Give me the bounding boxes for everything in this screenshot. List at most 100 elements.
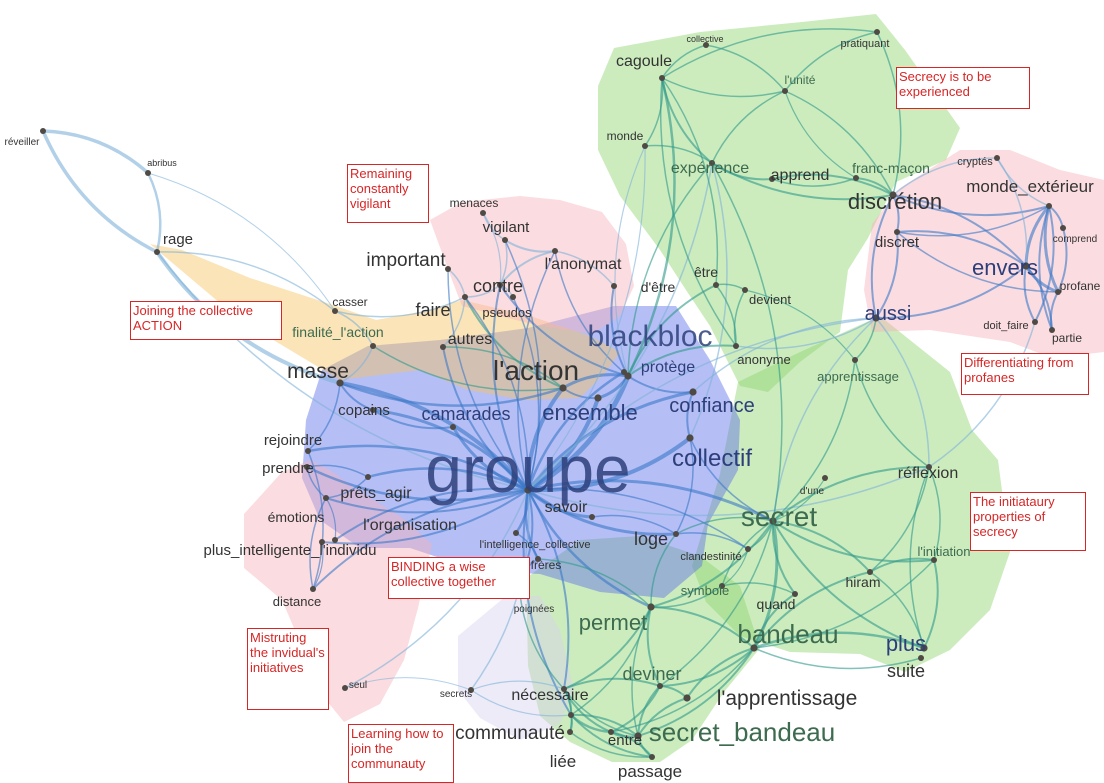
node-liee[interactable] xyxy=(567,729,573,735)
word-label-deviner: deviner xyxy=(622,664,681,684)
node-loge[interactable] xyxy=(673,531,679,537)
node-organisation[interactable] xyxy=(332,537,338,543)
edge-reflexion-doitfaire xyxy=(928,321,1036,468)
edge-profane-partie xyxy=(1049,291,1059,331)
edge-etre-anonyme xyxy=(715,284,737,347)
node-apprentissage[interactable] xyxy=(852,357,858,363)
node-aussi[interactable] xyxy=(872,314,880,322)
word-label-casser: casser xyxy=(332,295,367,309)
edge-collectif-groupe xyxy=(526,436,692,493)
node-entre[interactable] xyxy=(608,729,614,735)
node-experience[interactable] xyxy=(709,160,715,166)
node-distance[interactable] xyxy=(310,586,316,592)
node-groupe[interactable] xyxy=(524,486,532,494)
node-camarades[interactable] xyxy=(450,424,456,430)
edge-abribus-casser xyxy=(147,172,336,312)
node-emotions[interactable] xyxy=(323,495,329,501)
node-faire[interactable] xyxy=(462,294,468,300)
node-symbole[interactable] xyxy=(719,583,725,589)
node-discretion[interactable] xyxy=(889,191,897,199)
node-pratiquant[interactable] xyxy=(874,29,880,35)
node-action[interactable] xyxy=(559,384,567,392)
node-reveiller[interactable] xyxy=(40,128,46,134)
node-anonymat[interactable] xyxy=(552,248,558,254)
edge-communaute-groupe xyxy=(522,489,572,716)
edge-unite-discretion xyxy=(784,90,894,196)
node-copains[interactable] xyxy=(370,407,376,413)
node-ensemble[interactable] xyxy=(594,394,602,402)
node-seul[interactable] xyxy=(342,685,348,691)
word-label-francmacon: franc-maçon xyxy=(852,160,930,176)
node-comprend[interactable] xyxy=(1060,225,1066,231)
edge-emotions-groupe xyxy=(325,489,529,514)
node-vigilantw[interactable] xyxy=(502,237,508,243)
node-secrets[interactable] xyxy=(468,687,474,693)
node-secretbandeau[interactable] xyxy=(634,732,642,740)
node-discret[interactable] xyxy=(894,229,900,235)
edge-symbole-quand xyxy=(721,582,796,595)
node-secret[interactable] xyxy=(769,517,777,525)
node-suite[interactable] xyxy=(918,655,924,661)
node-protege[interactable] xyxy=(621,369,627,375)
node-passage[interactable] xyxy=(649,754,655,760)
node-profane[interactable] xyxy=(1055,289,1061,295)
node-hiram[interactable] xyxy=(867,569,873,575)
node-communaute[interactable] xyxy=(568,712,574,718)
node-mondeext[interactable] xyxy=(1046,203,1052,209)
node-partie[interactable] xyxy=(1049,327,1055,333)
node-finalite[interactable] xyxy=(370,343,376,349)
edge-casser-finalite xyxy=(334,310,374,347)
node-plus[interactable] xyxy=(920,644,928,652)
node-intelcoll[interactable] xyxy=(513,530,519,536)
node-collectif[interactable] xyxy=(686,434,694,442)
node-prendre[interactable] xyxy=(304,464,310,470)
node-bandeau[interactable] xyxy=(750,644,758,652)
node-autres[interactable] xyxy=(440,344,446,350)
node-contre[interactable] xyxy=(497,282,503,288)
word-label-secret: secret xyxy=(741,501,817,532)
node-rejoindre[interactable] xyxy=(305,448,311,454)
node-cryptes[interactable] xyxy=(994,155,1000,161)
node-casser[interactable] xyxy=(332,308,338,314)
node-anonyme[interactable] xyxy=(733,343,739,349)
node-prets[interactable] xyxy=(365,474,371,480)
node-rage[interactable] xyxy=(154,249,160,255)
edge-cagoule-experience xyxy=(661,77,713,164)
node-unite[interactable] xyxy=(782,88,788,94)
node-francmacon[interactable] xyxy=(853,175,859,181)
edge-permet-secretbandeau xyxy=(631,606,652,737)
edge-apprentissage-reflexion xyxy=(854,359,930,468)
node-monde[interactable] xyxy=(642,143,648,149)
node-freres[interactable] xyxy=(535,556,541,562)
node-devient[interactable] xyxy=(742,287,748,293)
node-initiation[interactable] xyxy=(931,557,937,563)
word-label-loge: loge xyxy=(634,529,668,549)
node-quand[interactable] xyxy=(792,591,798,597)
node-pseudos[interactable] xyxy=(510,294,516,300)
node-necessaire[interactable] xyxy=(561,686,567,692)
edge-mondeext-partie xyxy=(1038,205,1053,331)
node-clandestinite[interactable] xyxy=(745,546,751,552)
node-lapprentissage[interactable] xyxy=(683,694,691,702)
node-doitfaire[interactable] xyxy=(1032,319,1038,325)
node-collective[interactable] xyxy=(703,42,709,48)
node-important[interactable] xyxy=(445,266,451,272)
node-etre[interactable] xyxy=(713,282,719,288)
node-plusintel[interactable] xyxy=(319,539,325,545)
node-permet[interactable] xyxy=(647,603,655,611)
node-blackbloc[interactable] xyxy=(624,372,632,380)
node-reflexion[interactable] xyxy=(926,464,932,470)
node-confiance[interactable] xyxy=(689,388,697,396)
node-savoir[interactable] xyxy=(589,514,595,520)
edge-bandeau-secretbandeau xyxy=(637,647,755,737)
node-apprend[interactable] xyxy=(769,176,775,182)
node-envers[interactable] xyxy=(1022,262,1030,270)
node-deviner[interactable] xyxy=(657,683,663,689)
node-masse[interactable] xyxy=(336,379,344,387)
node-detre[interactable] xyxy=(611,283,617,289)
node-menaces[interactable] xyxy=(480,210,486,216)
node-dune[interactable] xyxy=(822,475,828,481)
node-cagoule[interactable] xyxy=(659,75,665,81)
node-abribus[interactable] xyxy=(145,170,151,176)
